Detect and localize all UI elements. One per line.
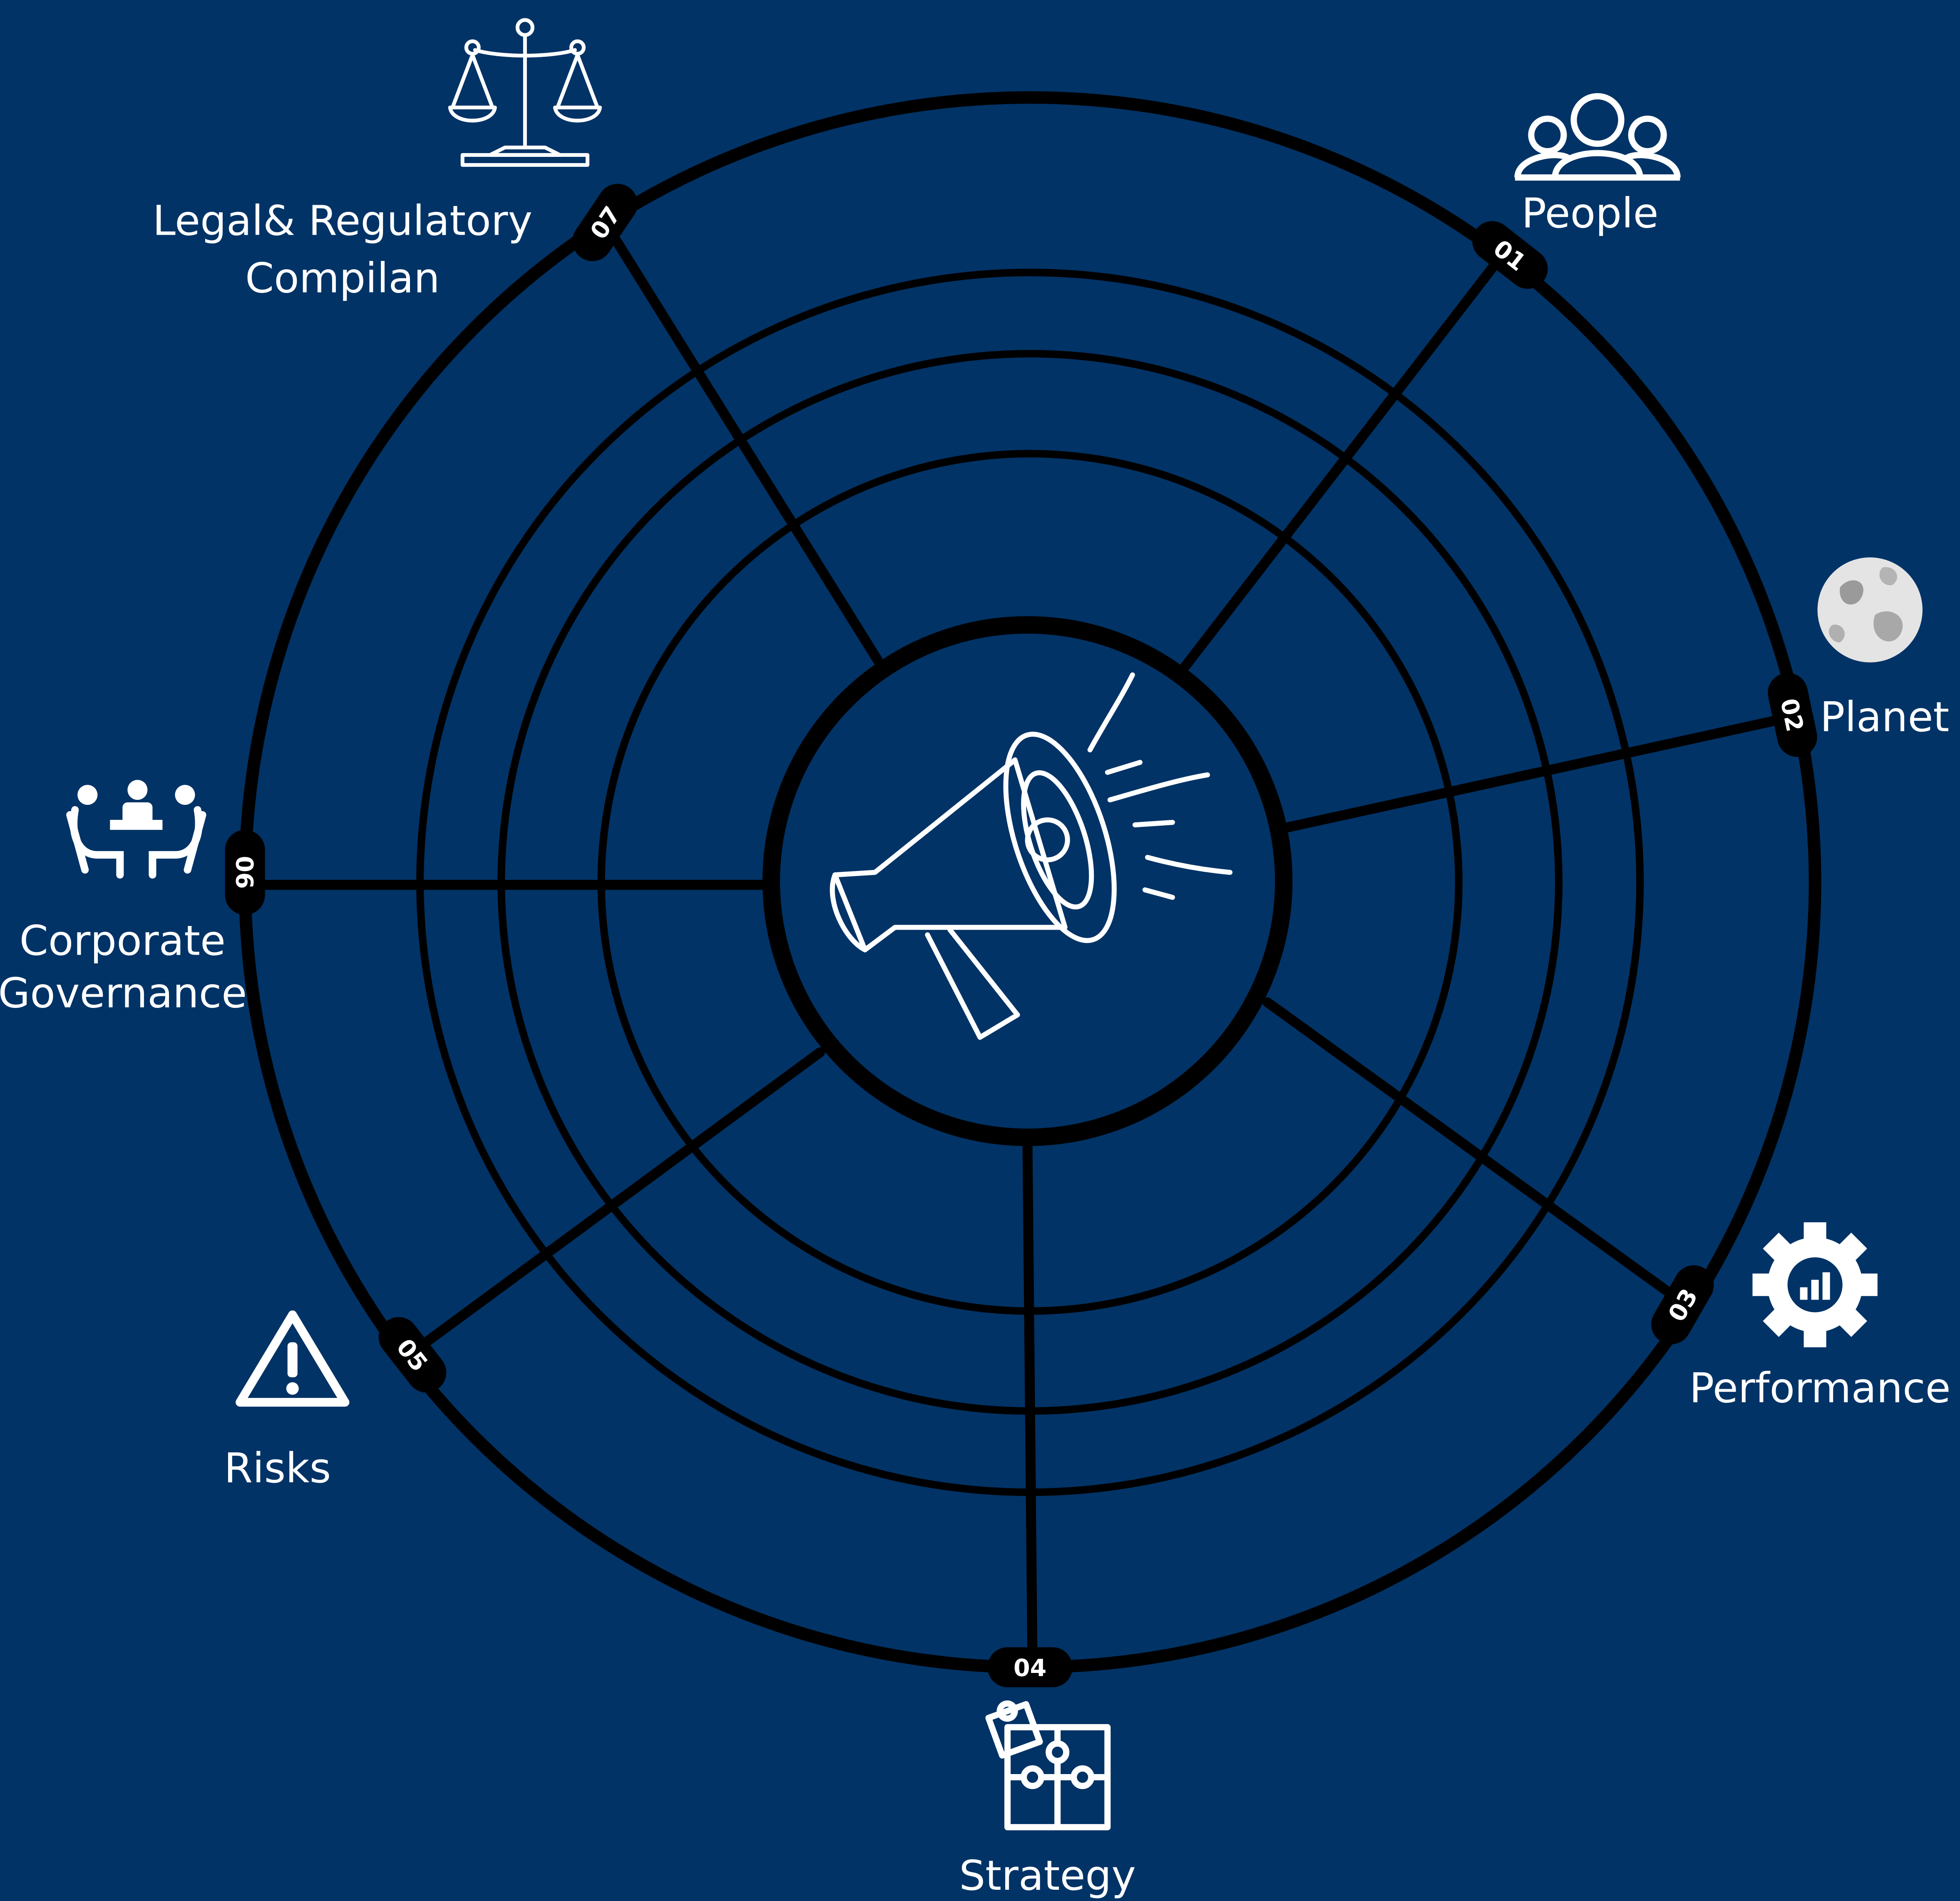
label-risks: Risks: [224, 1444, 331, 1492]
spoke-05: [407, 1047, 825, 1358]
badge-06: 06: [225, 830, 265, 915]
label-strategy: Strategy: [959, 1852, 1136, 1900]
badge-04: 04: [987, 1647, 1073, 1688]
label-people: People: [1521, 190, 1658, 238]
badge-number: 02: [1775, 696, 1808, 734]
badge-number: 04: [1014, 1654, 1046, 1682]
spokes: [240, 217, 1795, 1673]
spoke-03: [1262, 997, 1688, 1308]
label-planet: Planet: [1820, 693, 1950, 741]
badge-02: 02: [1768, 673, 1817, 757]
warning-icon: [236, 1310, 350, 1407]
label-performance: Performance: [1689, 1365, 1951, 1412]
people-group-icon: [1514, 93, 1681, 181]
puzzle-icon: [985, 1700, 1111, 1831]
megaphone-icon: [830, 672, 1233, 1040]
badge-07: 07: [572, 184, 638, 261]
scales-icon: [448, 18, 602, 167]
meeting-table-icon: [66, 779, 206, 879]
badge-number: 06: [231, 856, 258, 889]
spoke-07: [600, 217, 883, 665]
label-legal-line1: Legal& Regulatory: [153, 197, 533, 245]
spoke-02: [1282, 712, 1795, 833]
label-governance-line1: Corporate: [20, 917, 226, 965]
badges: 01 02 03 04 05 06 07: [225, 184, 1817, 1688]
gear-chart-icon: [1752, 1222, 1878, 1348]
label-legal-line2: Compilan: [245, 255, 440, 303]
badge-03: 03: [1651, 1265, 1714, 1345]
spoke-04: [1022, 1142, 1038, 1673]
spoke-01: [1177, 240, 1515, 675]
label-governance-line2: Governance: [0, 970, 247, 1018]
planet-globe-icon: [1817, 557, 1923, 663]
